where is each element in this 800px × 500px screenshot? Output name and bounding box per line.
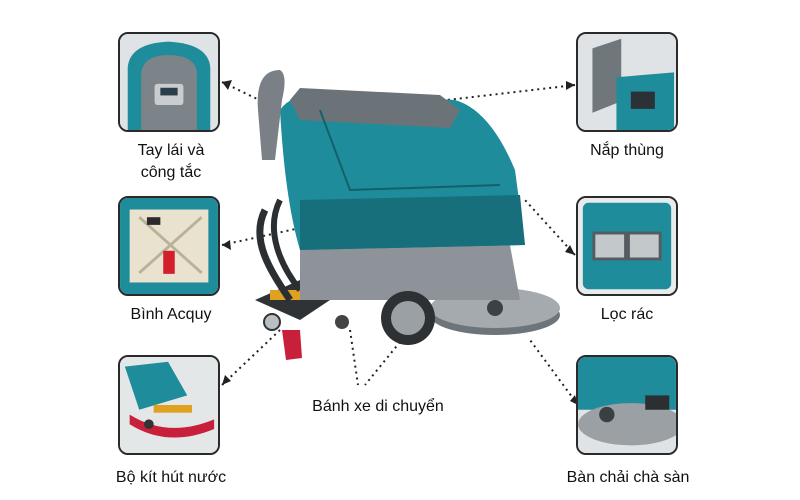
thumb-tank-lid [576,32,678,132]
handle-controls-image [120,34,218,130]
label-wheels: Bánh xe di chuyển [312,398,444,415]
label-handle-line1: Tay lái và [137,142,205,159]
debris-filter-image [578,198,676,294]
label-squeegee: Bộ kít hút nước [115,469,227,486]
thumb-debris-filter [576,196,678,296]
scrub-brush-image [578,357,676,453]
label-battery: Bình Acquy [130,306,212,323]
battery-image [120,198,218,294]
thumb-scrub-brush [576,355,678,455]
connector-lines [221,81,579,406]
machine-body [255,70,560,360]
label-filter: Lọc rác [600,306,654,323]
thumb-battery [118,196,220,296]
label-handle: Tay lái và công tắc [106,140,236,184]
squeegee-kit-image [120,357,218,453]
connector-arrowheads [222,80,578,405]
tank-lid-image [578,34,676,130]
label-lid: Nắp thùng [590,142,664,159]
thumb-squeegee [118,355,220,455]
label-handle-line2: công tắc [140,164,202,181]
label-brush: Bàn chải chà sàn [566,469,690,486]
thumb-handle-controls [118,32,220,132]
